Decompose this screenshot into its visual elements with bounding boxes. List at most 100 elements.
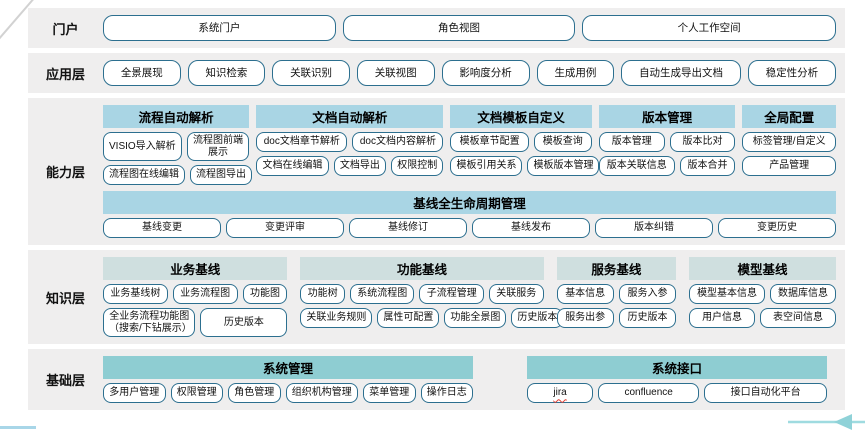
feature-button[interactable]: 模板查询 (533, 132, 592, 152)
feature-button[interactable]: 模板章节配置 (450, 132, 529, 152)
group-header: 系统接口 (527, 356, 827, 379)
button-row: 版本管理版本比对 (598, 132, 736, 152)
portal-button[interactable]: 系统门户 (103, 15, 336, 41)
feature-button[interactable]: 服务入参 (618, 284, 677, 304)
feature-button[interactable]: 组织机构管理 (285, 383, 358, 403)
feature-button[interactable]: 历史版本 (618, 308, 677, 328)
group-knowledge-0: 业务基线业务基线树业务流程图功能图全业务流程功能图（搜索/下钻展示）历史版本 (103, 257, 288, 337)
group-foundation-0: 系统管理多用户管理权限管理角色管理组织机构管理菜单管理操作日志 (103, 356, 473, 403)
bottom-edge-line (0, 426, 36, 429)
group-header: 业务基线 (103, 257, 288, 280)
feature-button[interactable]: 功能树 (300, 284, 345, 304)
feature-button[interactable]: 历史版本 (200, 308, 288, 337)
portal-button[interactable]: 角色视图 (342, 15, 576, 41)
feature-button[interactable]: 用户信息 (689, 308, 756, 328)
feature-button[interactable]: 版本关联信息 (598, 156, 675, 176)
feature-button[interactable]: 模型基本信息 (689, 284, 766, 304)
feature-button[interactable]: doc文档章节解析 (256, 132, 348, 152)
feature-button[interactable]: 产品管理 (742, 156, 836, 176)
button-row: 模板章节配置模板查询 (450, 132, 592, 152)
baseline-button[interactable]: 基线修订 (349, 218, 467, 238)
group-knowledge-3: 模型基线模型基本信息数据库信息用户信息表空间信息 (689, 257, 836, 337)
feature-button[interactable]: 版本管理 (598, 132, 665, 152)
feature-button[interactable]: 业务流程图 (172, 284, 238, 304)
application-button[interactable]: 全景展现 (103, 60, 181, 86)
feature-button[interactable]: 业务基线树 (103, 284, 168, 304)
group-header: 版本管理 (598, 105, 736, 128)
feature-button[interactable]: 版本合并 (679, 156, 736, 176)
group-header: 模型基线 (689, 257, 836, 280)
button-row: 模型基本信息数据库信息 (689, 284, 836, 304)
feature-button[interactable]: 流程图在线编辑 (103, 165, 185, 185)
application-button[interactable]: 影响度分析 (441, 60, 530, 86)
feature-button[interactable]: 模板版本管理 (527, 156, 600, 176)
feature-button[interactable]: 关联业务规则 (300, 308, 373, 328)
layer-row-application: 应用层全景展现知识检索关联识别关联视图影响度分析生成用例自动生成导出文档稳定性分… (28, 53, 845, 93)
baseline-button[interactable]: 基线发布 (472, 218, 590, 238)
group-capability-3: 版本管理版本管理版本比对版本关联信息版本合并 (598, 105, 736, 185)
group-capability-2: 文档模板自定义模板章节配置模板查询模板引用关系模板版本管理 (450, 105, 600, 185)
feature-button[interactable]: 服务出参 (556, 308, 614, 328)
layer-label-knowledge: 知识层 (45, 290, 85, 306)
feature-button[interactable]: 流程图前端展示 (186, 132, 250, 161)
group-header: 系统管理 (103, 356, 473, 379)
group-header: 服务基线 (556, 257, 677, 280)
feature-button[interactable]: 多用户管理 (103, 383, 166, 403)
feature-button[interactable]: 历史版本 (511, 308, 564, 328)
button-row: 系统门户角色视图个人工作空间 (103, 15, 837, 41)
feature-button[interactable]: 权限控制 (391, 156, 444, 176)
feature-button[interactable]: 表空间信息 (760, 308, 836, 328)
feature-button[interactable]: 关联服务 (489, 284, 544, 304)
baseline-button[interactable]: 变更评审 (226, 218, 344, 238)
feature-button[interactable]: 角色管理 (228, 383, 281, 403)
application-button[interactable]: 稳定性分析 (747, 60, 836, 86)
feature-button[interactable]: doc文档内容解析 (352, 132, 444, 152)
application-button[interactable]: 关联视图 (356, 60, 435, 86)
application-button[interactable]: 生成用例 (536, 60, 615, 86)
baseline-button[interactable]: 版本纠错 (595, 218, 713, 238)
application-button[interactable]: 自动生成导出文档 (621, 60, 741, 86)
button-row: 模板引用关系模板版本管理 (450, 156, 600, 176)
feature-button[interactable]: 操作日志 (420, 383, 473, 403)
feature-button[interactable]: confluence (598, 383, 700, 403)
portal-button[interactable]: 个人工作空间 (582, 15, 837, 41)
feature-button[interactable]: 标签管理/自定义 (742, 132, 836, 152)
feature-button[interactable]: 属性可配置 (377, 308, 440, 328)
layer-label-foundation: 基础层 (45, 373, 85, 388)
feature-button[interactable]: 流程图导出 (190, 165, 252, 185)
group-header: 功能基线 (300, 257, 544, 280)
feature-button[interactable]: VISIO导入解析 (103, 132, 182, 161)
feature-button[interactable]: 子流程管理 (419, 284, 485, 304)
layer-label-capability: 能力层 (45, 165, 85, 180)
feature-button[interactable]: 模板引用关系 (450, 156, 523, 176)
feature-button[interactable]: 文档在线编辑 (256, 156, 329, 176)
feature-button[interactable]: 功能图 (242, 284, 288, 304)
feature-button[interactable]: 系统流程图 (349, 284, 415, 304)
baseline-button[interactable]: 基线变更 (103, 218, 221, 238)
layer-label-portal: 门户 (52, 21, 79, 37)
feature-button[interactable]: 基本信息 (556, 284, 614, 304)
layer-row-knowledge: 知识层业务基线业务基线树业务流程图功能图全业务流程功能图（搜索/下钻展示）历史版… (28, 250, 845, 344)
feature-button[interactable]: 版本比对 (669, 132, 736, 152)
feature-button[interactable]: 数据库信息 (770, 284, 836, 304)
feature-button[interactable]: 文档导出 (333, 156, 387, 176)
group-header: 全局配置 (742, 105, 836, 128)
feature-button[interactable]: 菜单管理 (363, 383, 416, 403)
feature-button[interactable]: jira (527, 383, 594, 403)
button-row: 版本关联信息版本合并 (598, 156, 736, 176)
application-button[interactable]: 知识检索 (187, 60, 266, 86)
baseline-button[interactable]: 变更历史 (718, 218, 836, 238)
feature-button[interactable]: 接口自动化平台 (704, 383, 828, 403)
feature-button[interactable]: 功能全景图 (444, 308, 507, 328)
application-button[interactable]: 关联识别 (272, 60, 350, 86)
button-row: 文档在线编辑文档导出权限控制 (256, 156, 444, 176)
feature-button[interactable]: 权限管理 (170, 383, 223, 403)
button-row: VISIO导入解析流程图前端展示 (103, 132, 250, 161)
button-row: 服务出参历史版本 (556, 308, 677, 328)
feature-button[interactable]: 全业务流程功能图（搜索/下钻展示） (103, 308, 196, 337)
